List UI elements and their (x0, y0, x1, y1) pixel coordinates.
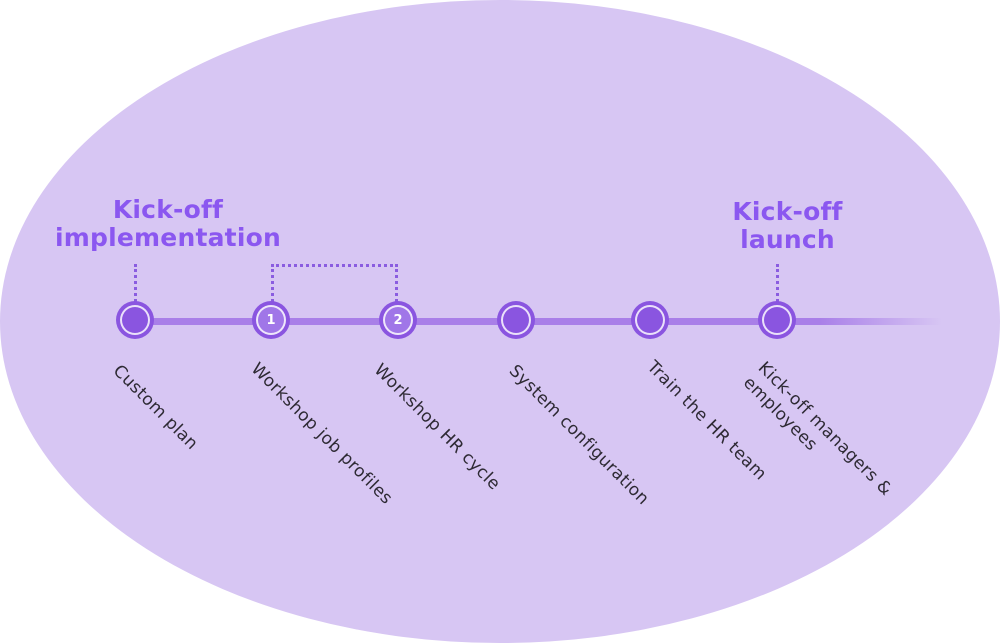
node-badge: 2 (383, 305, 413, 335)
kickoff-implementation-heading: Kick-off implementation (43, 196, 293, 252)
timeline-line (135, 318, 950, 325)
kickoff-implementation-line2: implementation (55, 223, 281, 252)
node-core (501, 305, 531, 335)
milestone-node-train-hr-team (631, 301, 669, 339)
milestone-node-system-configuration (497, 301, 535, 339)
kickoff-launch-line1: Kick-off (732, 197, 843, 226)
kickoff-launch-line2: launch (740, 225, 835, 254)
node-badge: 1 (256, 305, 286, 335)
kickoff-launch-heading: Kick-off launch (690, 198, 885, 254)
implementation-leader-line (134, 264, 137, 302)
milestone-node-workshop-hr-cycle: 2 (379, 301, 417, 339)
milestone-node-custom-plan (116, 301, 154, 339)
launch-leader-line (776, 264, 779, 302)
milestone-node-workshop-job-profiles: 1 (252, 301, 290, 339)
milestone-node-kickoff-managers (758, 301, 796, 339)
node-core (762, 305, 792, 335)
node-core (120, 305, 150, 335)
workshops-bracket-line (271, 264, 398, 302)
kickoff-implementation-line1: Kick-off (112, 195, 224, 224)
node-core (635, 305, 665, 335)
